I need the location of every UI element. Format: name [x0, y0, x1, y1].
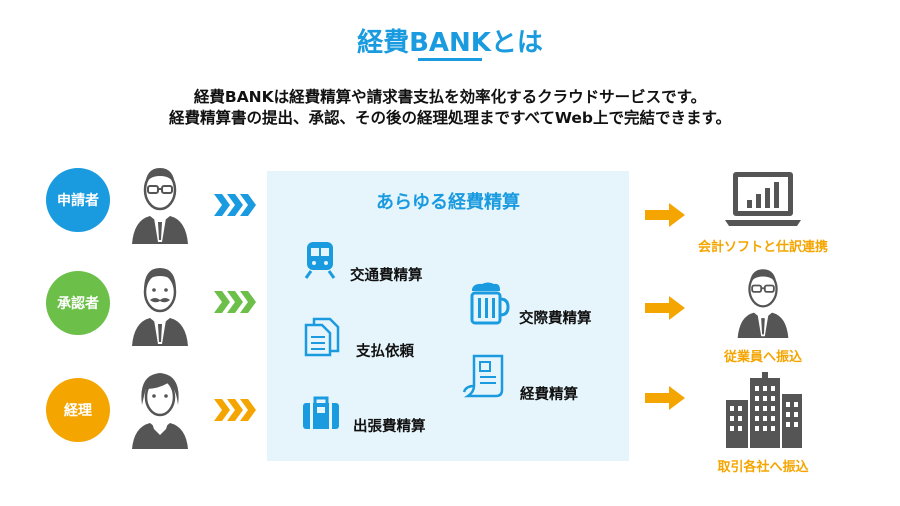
- laptop-chart-icon: [725, 172, 801, 226]
- role-approver-badge: 承認者: [46, 271, 110, 335]
- applicant-person-icon: [132, 168, 188, 244]
- arrow-right-icon: [645, 203, 685, 227]
- description-line-2: 経費精算書の提出、承認、その後の経理処理まですべてWeb上で完結できます。: [169, 109, 731, 127]
- chevron-arrows-blue-icon: [214, 194, 256, 216]
- item-transport: 交通費精算: [350, 268, 423, 284]
- approver-person-icon: [132, 268, 188, 346]
- item-expense: 経費精算: [520, 387, 578, 403]
- role-accounting-badge: 経理: [46, 378, 110, 442]
- accountant-person-icon: [132, 373, 188, 449]
- documents-icon: [304, 317, 340, 357]
- buildings-icon: [726, 372, 802, 448]
- chevron-arrows-orange-icon: [214, 399, 256, 421]
- arrow-right-icon: [645, 386, 685, 410]
- item-entertainment: 交際費精算: [519, 311, 592, 327]
- output-accounting-sync: 会計ソフトと仕訳連携: [697, 240, 828, 255]
- suitcase-icon: [303, 396, 339, 429]
- train-icon: [304, 242, 336, 279]
- output-vendor-transfer: 取引各社へ振込: [717, 460, 809, 475]
- item-travel: 出張費精算: [353, 419, 426, 435]
- title-underline: [418, 58, 482, 61]
- receipt-icon: [462, 354, 504, 398]
- beer-mug-icon: [470, 282, 510, 325]
- output-employee-transfer: 従業員へ振込: [723, 350, 802, 365]
- role-applicant-badge: 申請者: [46, 168, 110, 232]
- description-line-1: 経費BANKは経費精算や請求書支払を効率化するクラウドサービスです。: [193, 88, 707, 106]
- employee-icon: [737, 269, 789, 338]
- item-payment-request: 支払依頼: [356, 344, 414, 360]
- page-title: 経費BANKとは: [357, 28, 543, 58]
- panel-title: あらゆる経費精算: [376, 192, 520, 213]
- arrow-right-icon: [645, 296, 685, 320]
- chevron-arrows-green-icon: [214, 291, 256, 313]
